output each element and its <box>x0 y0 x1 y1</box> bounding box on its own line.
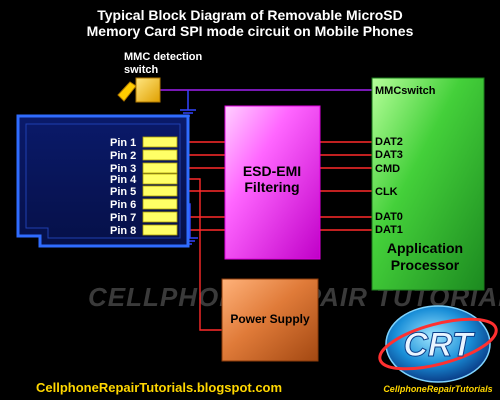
signal-mmcswitch: MMCswitch <box>375 85 436 97</box>
processor-label-line-2: Processor <box>391 257 460 273</box>
microsd-card: Pin 1 Pin 2 Pin 3 Pin 4 Pin 5 Pin 6 Pin … <box>16 114 190 248</box>
switch-lever-icon <box>117 81 137 102</box>
switch-body <box>135 77 161 103</box>
esd-emi-box <box>224 105 321 260</box>
pin-contacts <box>142 136 178 236</box>
pin2-label: Pin 2 <box>110 150 136 162</box>
processor-box <box>371 77 485 291</box>
signal-dat1: DAT1 <box>375 224 403 236</box>
pin2-contact <box>142 149 178 161</box>
pin8-label: Pin 8 <box>110 225 136 237</box>
power-supply-block: Power Supply <box>221 278 319 362</box>
pin1-label: Pin 1 <box>110 137 136 149</box>
pin1-contact <box>142 136 178 148</box>
pin6-label: Pin 6 <box>110 199 136 211</box>
pin4-label: Pin 4 <box>110 174 137 186</box>
signal-dat0: DAT0 <box>375 211 403 223</box>
esd-emi-label-line-2: Filtering <box>244 179 299 195</box>
logo-orbit-ring <box>378 317 498 371</box>
power-supply-box <box>221 278 319 362</box>
logo-letters: CRT <box>403 326 475 364</box>
switch-label-line-1: MMC detection <box>124 51 203 63</box>
power-supply-label: Power Supply <box>230 312 310 326</box>
pin5-label: Pin 5 <box>110 186 136 198</box>
signal-dat2: DAT2 <box>375 136 403 148</box>
esd-emi-label-line-1: ESD-EMI <box>243 163 301 179</box>
pin5-contact <box>142 185 178 197</box>
title-line-2: Memory Card SPI mode circuit on Mobile P… <box>87 23 414 39</box>
card-inner-border <box>25 123 181 239</box>
esd-emi-block: ESD-EMI Filtering <box>224 105 321 260</box>
signal-dat3: DAT3 <box>375 149 403 161</box>
switch-label-line-2: switch <box>124 64 159 76</box>
footer-url: CellphoneRepairTutorials.blogspot.com <box>36 380 282 395</box>
logo-globe <box>385 305 491 383</box>
pin4-contact <box>142 173 178 185</box>
logo-caption: CellphoneRepairTutorials <box>383 384 492 394</box>
crt-logo: CRT CellphoneRepairTutorials <box>378 305 498 394</box>
title-line-1: Typical Block Diagram of Removable Micro… <box>97 7 403 23</box>
pin7-contact <box>142 211 178 223</box>
pin3-label: Pin 3 <box>110 163 136 175</box>
application-processor-block: MMCswitch DAT2 DAT3 CMD CLK DAT0 DAT1 Ap… <box>371 77 485 291</box>
pin7-label: Pin 7 <box>110 212 136 224</box>
signal-clk: CLK <box>375 186 398 198</box>
mmc-detection-switch: MMC detection switch <box>117 51 203 103</box>
pin8-contact <box>142 224 178 236</box>
pin6-contact <box>142 198 178 210</box>
signal-cmd: CMD <box>375 163 400 175</box>
processor-label-line-1: Application <box>387 240 463 256</box>
pin3-contact <box>142 162 178 174</box>
